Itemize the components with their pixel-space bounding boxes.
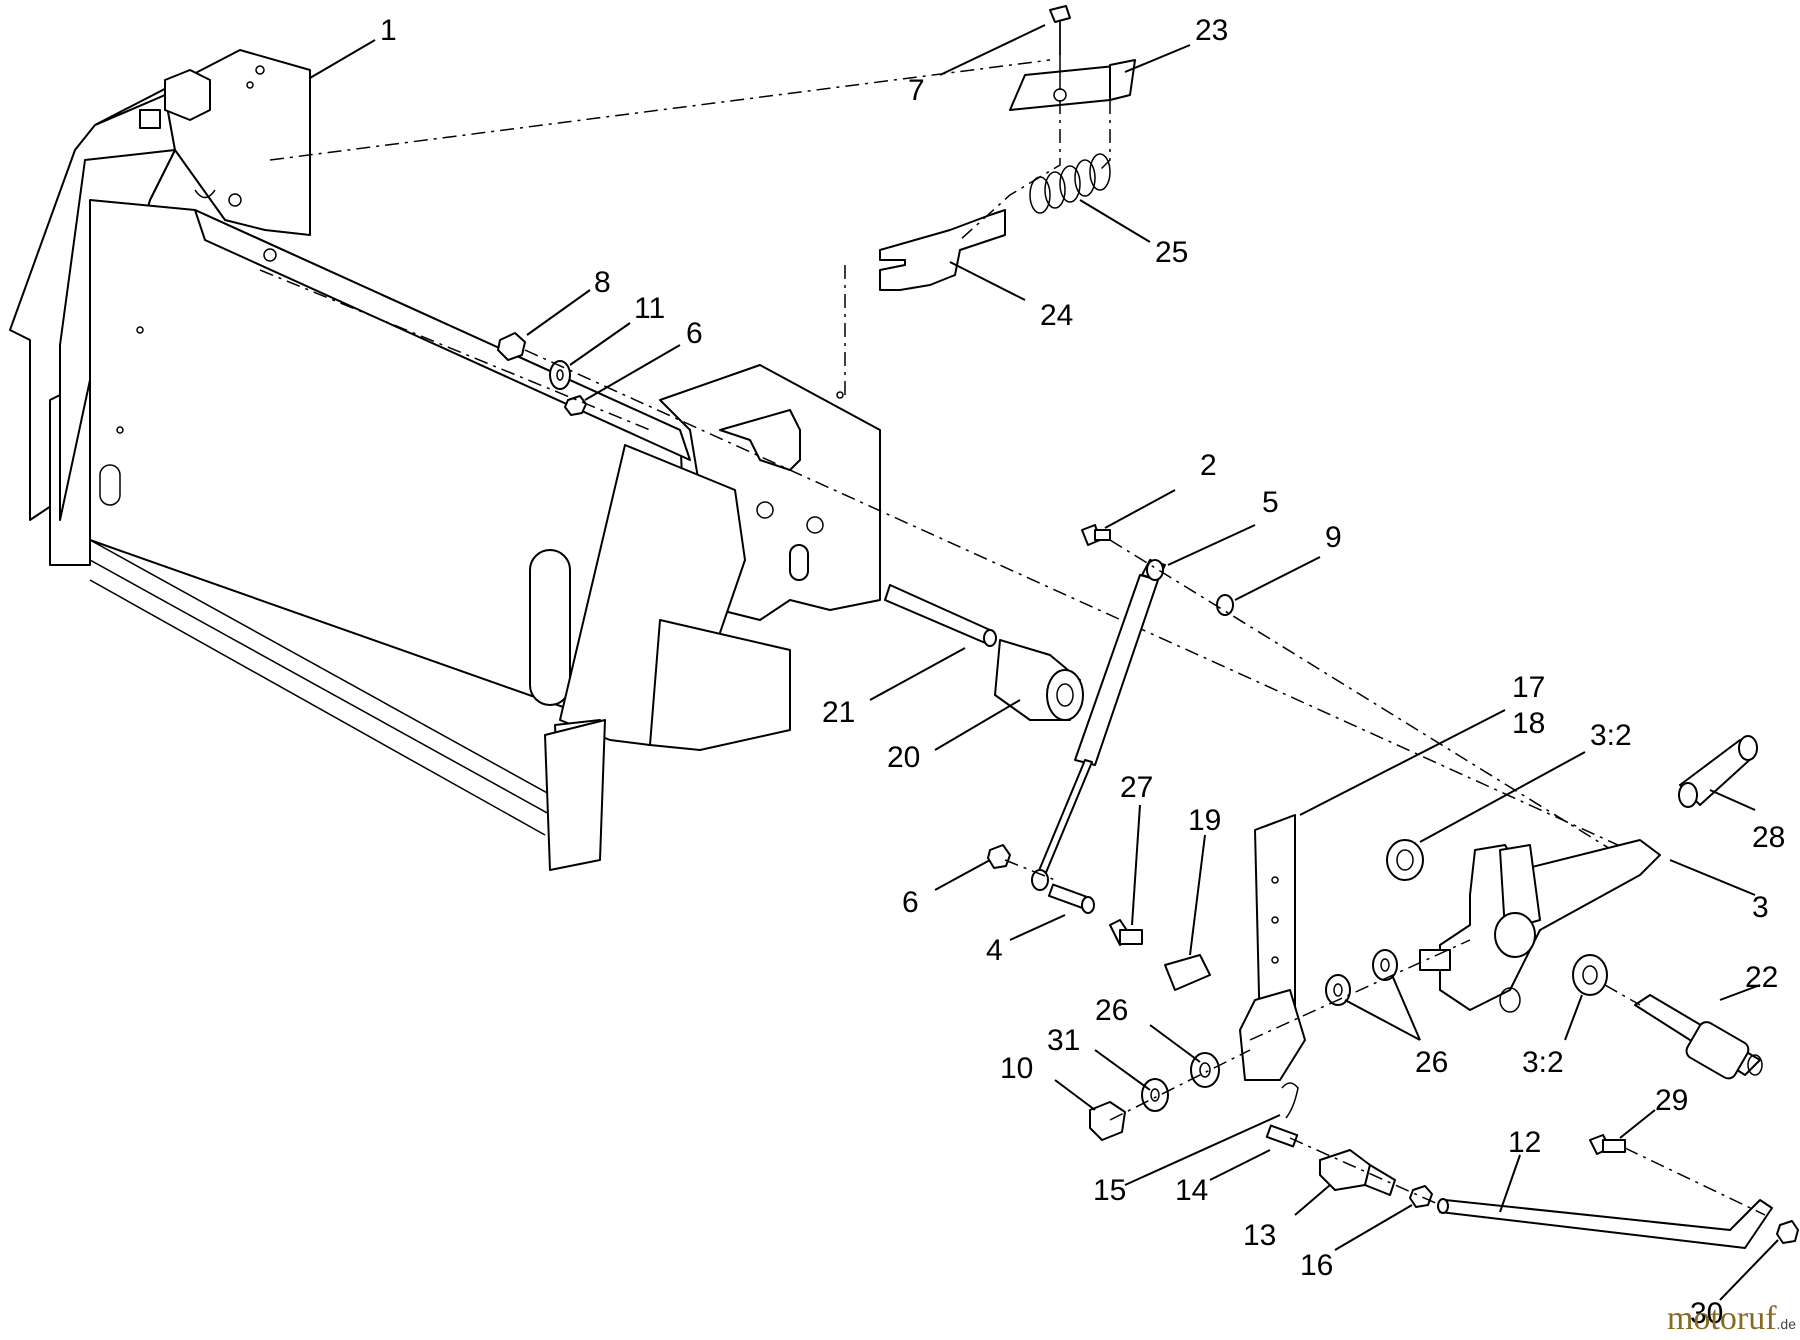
callout-18: 18: [1512, 707, 1545, 740]
callout-21: 21: [822, 696, 855, 729]
watermark-logo: motoruf.de: [1666, 1300, 1796, 1337]
callout-17: 17: [1512, 671, 1545, 704]
callouts: 1 7 23 25 24 8 11 6 2 5 9 21 20 17 18 3:…: [380, 14, 1785, 1330]
callout-20: 20: [887, 741, 920, 774]
callout-26-left: 26: [1095, 994, 1128, 1027]
washer-11: [549, 360, 571, 390]
clip-15: [1281, 1082, 1299, 1119]
shaft-21: [884, 584, 997, 647]
spring-25: [1029, 153, 1111, 214]
arm-3: [1419, 839, 1661, 1013]
washer-9: [1216, 594, 1234, 616]
callout-22: 22: [1745, 961, 1778, 994]
bolt-7: [1049, 5, 1071, 55]
nut-8: [497, 332, 526, 361]
callout-30: 30: [1690, 1297, 1723, 1330]
main-frame: [9, 49, 881, 871]
callout-3: 3: [1752, 891, 1769, 924]
callout-23: 23: [1195, 14, 1228, 47]
lever-17: [1239, 814, 1306, 1081]
callout-10: 10: [1000, 1052, 1033, 1085]
pin-28: [1678, 735, 1758, 808]
callout-11: 11: [634, 292, 665, 325]
callout-9: 9: [1325, 521, 1342, 554]
pin-22: [1634, 994, 1763, 1080]
clevis-13: [1319, 1149, 1396, 1196]
callout-3-2-upper: 3:2: [1590, 719, 1632, 752]
callout-25: 25: [1155, 236, 1188, 269]
nut-10: [1089, 1101, 1126, 1141]
callout-27: 27: [1120, 771, 1153, 804]
callout-12: 12: [1508, 1126, 1541, 1159]
callout-29: 29: [1655, 1084, 1688, 1117]
spacer-3-2-lower: [1572, 954, 1608, 996]
nut-6-lower: [987, 844, 1011, 869]
callout-4: 4: [986, 934, 1003, 967]
callout-15: 15: [1093, 1174, 1126, 1207]
bolt-4: [1047, 883, 1095, 914]
rod-12: [1437, 1198, 1773, 1249]
callout-3-2-lower: 3:2: [1522, 1046, 1564, 1079]
callout-28: 28: [1752, 821, 1785, 854]
nut-6-top: [564, 395, 587, 416]
bolt-2: [1081, 524, 1111, 546]
pivot-20: [994, 639, 1084, 721]
tab-19: [1164, 954, 1211, 991]
callout-5: 5: [1262, 486, 1279, 519]
bolt-27: [1109, 919, 1143, 946]
plate-24: [879, 209, 1006, 291]
spacer-3-2-upper: [1386, 839, 1424, 881]
callout-31: 31: [1047, 1024, 1080, 1057]
callout-26-right: 26: [1415, 1046, 1448, 1079]
callout-13: 13: [1243, 1219, 1276, 1252]
nut-16: [1409, 1185, 1433, 1208]
callout-19: 19: [1188, 804, 1221, 837]
bolt-29: [1589, 1134, 1626, 1155]
callout-6-lower: 6: [902, 886, 919, 919]
callout-1: 1: [380, 14, 397, 47]
washers-26-right: [1325, 949, 1398, 1006]
callout-7: 7: [908, 74, 925, 107]
callout-2: 2: [1200, 449, 1217, 482]
leader-lines: [309, 24, 1779, 1301]
nut-30: [1776, 1220, 1799, 1244]
callout-6-top: 6: [686, 317, 703, 350]
callout-24: 24: [1040, 299, 1073, 332]
pin-14: [1265, 1124, 1299, 1148]
washer-31: [1141, 1078, 1169, 1112]
callout-8: 8: [594, 266, 611, 299]
callout-16: 16: [1300, 1249, 1333, 1282]
callout-14: 14: [1175, 1174, 1208, 1207]
